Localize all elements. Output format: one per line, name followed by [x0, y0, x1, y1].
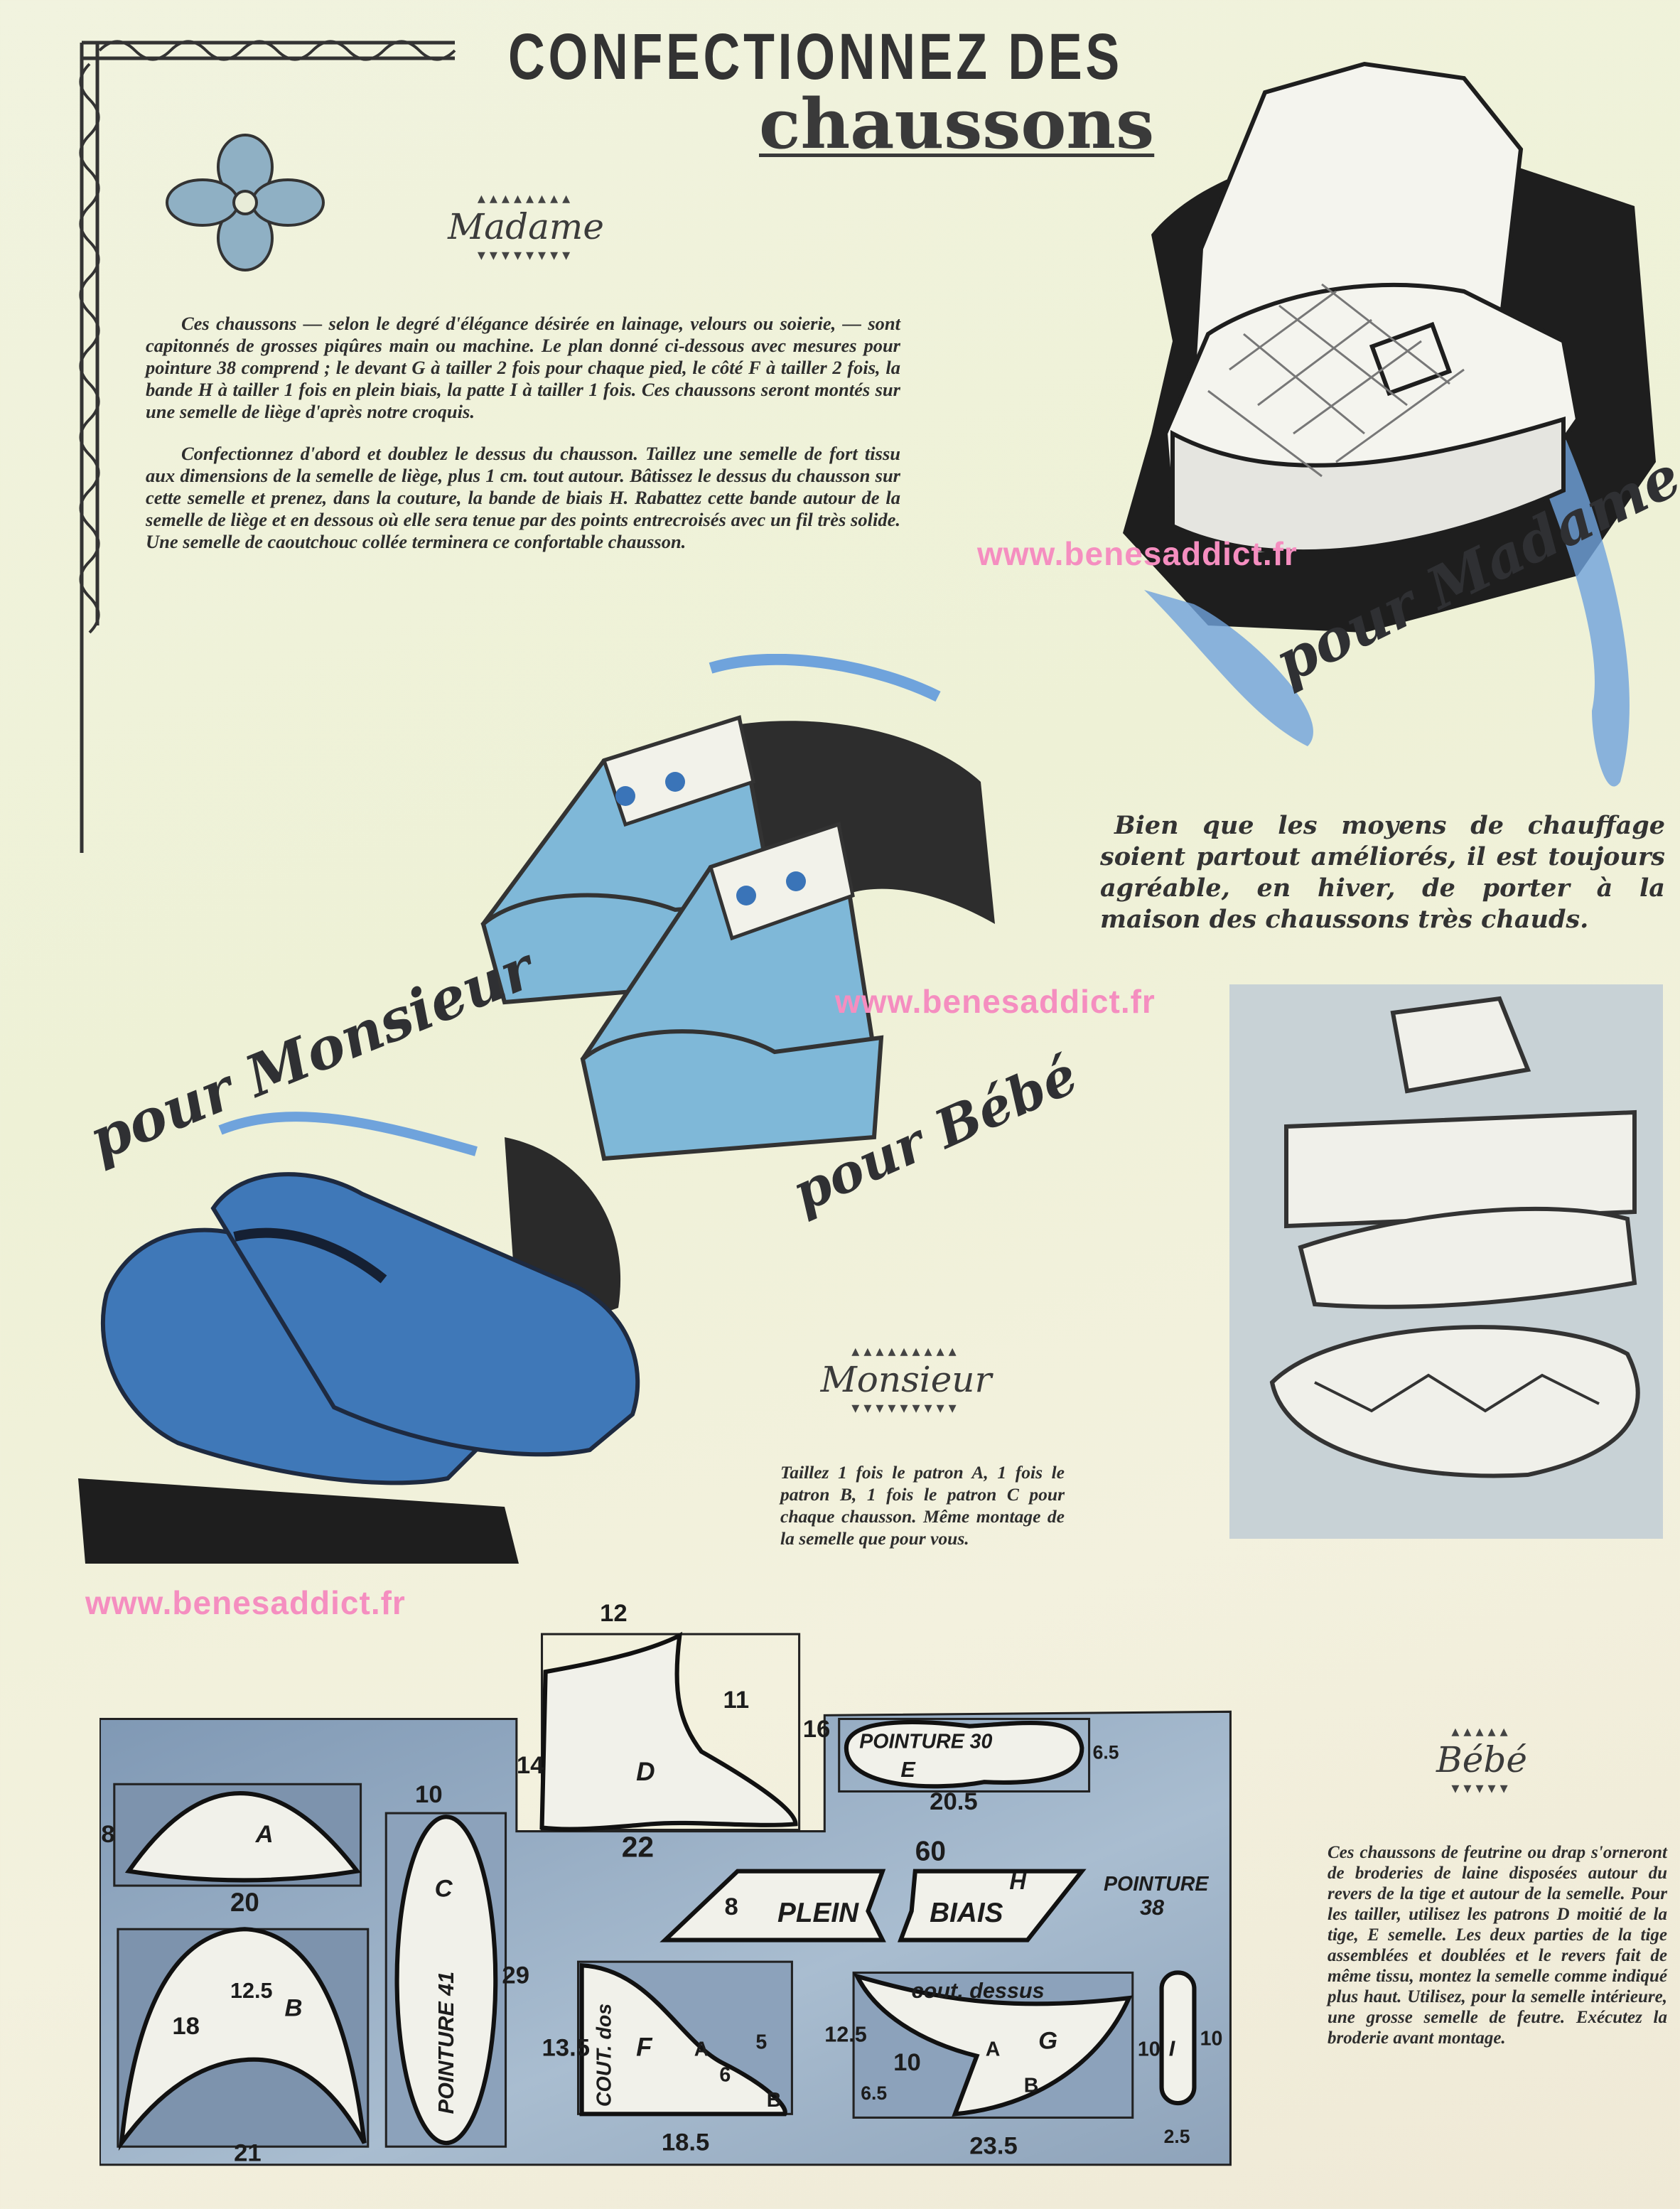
dimension-label: 60: [915, 1836, 946, 1866]
piece-label-e: E: [900, 1758, 916, 1782]
dimension-label: 23.5: [969, 2132, 1017, 2159]
watermark: www.benesaddict.fr: [835, 983, 1156, 1020]
point-mark: B: [767, 2089, 782, 2112]
pattern-piece-c: [394, 1815, 498, 2146]
size-note: POINTURE: [1104, 1873, 1209, 1896]
pattern-diagram: 12 11 14 16 22 D POINTURE 30 E 20.5 6.5 …: [99, 1600, 1232, 2167]
madame-instructions: Ces chaussons — selon le degré d'éléganc…: [146, 313, 900, 573]
piece-size-c: POINTURE 41: [434, 1972, 458, 2114]
dimension-label: 12: [600, 1600, 628, 1627]
dimension-label: 8: [101, 1821, 114, 1848]
dimension-label: 13.5: [542, 2035, 590, 2062]
dimension-label: 12.5: [230, 1979, 273, 2003]
piece-size-e: POINTURE 30: [859, 1730, 992, 1753]
ribbon: [1535, 434, 1630, 787]
pattern-piece-g: [853, 1972, 1133, 2117]
bebe-shoes-illustration: [480, 654, 995, 1161]
heading-dots-bottom: ▾▾▾▾▾▾▾▾▾: [851, 1399, 961, 1417]
piece-label-h: H: [1009, 1868, 1027, 1894]
piece-word-plein: PLEIN: [777, 1898, 859, 1928]
piece-label-g: G: [1038, 2028, 1057, 2055]
dimension-label: 29: [502, 1962, 529, 1989]
seam-label-f: COUT. dos: [593, 2004, 615, 2107]
madame-paragraph: Ces chaussons — selon le degré d'éléganc…: [146, 313, 900, 422]
pattern-piece-e: [844, 1719, 1084, 1789]
dimension-label: 10: [1138, 2038, 1161, 2061]
dimension-label: 10: [415, 1781, 443, 1808]
piece-label-f: F: [636, 2033, 653, 2062]
dimension-label: 20.5: [930, 1788, 977, 1815]
dimension-label: 5: [755, 2031, 767, 2054]
dimension-label: 6.5: [861, 2082, 887, 2104]
seam-label-g: cout. dessus: [912, 1979, 1045, 2003]
dimension-label: 18.5: [662, 2129, 709, 2156]
monsieur-heading: ▴▴▴▴▴▴▴▴▴ Monsieur ▾▾▾▾▾▾▾▾▾: [796, 1343, 1016, 1416]
dimension-label: 2.5: [1164, 2126, 1190, 2147]
dimension-label: 16: [803, 1716, 831, 1743]
ribbon: [1144, 590, 1313, 746]
dimension-label: 14: [517, 1752, 544, 1779]
piece-label-d: D: [636, 1757, 655, 1786]
heading-dots-top: ▴▴▴▴▴: [1451, 1722, 1512, 1740]
page-title-line2: chaussons: [759, 84, 1155, 164]
piece-label-b: B: [284, 1995, 302, 2022]
monsieur-instructions: Taillez 1 fois le patron A, 1 fois le pa…: [780, 1462, 1065, 1549]
watermark: www.benesaddict.fr: [85, 1584, 406, 1621]
point-mark: A: [986, 2038, 1001, 2061]
pattern-piece-h-left: [659, 1869, 886, 1942]
pattern-piece-d: [539, 1631, 798, 1832]
dimension-label: 11: [723, 1687, 750, 1714]
page-title-line1: CONFECTIONNEZ DES: [508, 21, 1123, 93]
dimension-label: 10: [1200, 2027, 1223, 2050]
dimension-label: 10: [893, 2049, 921, 2076]
piece-word-biais: BIAIS: [930, 1898, 1003, 1928]
bebe-heading-text: Bébé: [1436, 1739, 1527, 1780]
piece-label-c: C: [435, 1875, 453, 1902]
bebe-heading: ▴▴▴▴▴ Bébé ▾▾▾▾▾: [1428, 1724, 1535, 1796]
dimension-label: 8: [725, 1893, 738, 1920]
watermark: www.benesaddict.fr: [977, 535, 1298, 572]
pattern-piece-f: [579, 1963, 787, 2117]
sole-assembly-illustration: [1229, 984, 1663, 1539]
point-mark: A: [694, 2038, 709, 2061]
flower-ornament-icon: [166, 134, 325, 272]
pattern-piece-a: [124, 1790, 362, 1883]
dimension-label: 21: [234, 2140, 262, 2167]
monsieur-heading-text: Monsieur: [820, 1359, 992, 1400]
madame-paragraph: Confectionnez d'abord et doublez le dess…: [146, 443, 900, 552]
heading-dots-bottom: ▾▾▾▾▾▾▾▾: [477, 246, 575, 264]
monsieur-slippers-illustration: [78, 1112, 640, 1564]
piece-label-a: A: [255, 1821, 274, 1848]
heading-dots-top: ▴▴▴▴▴▴▴▴▴: [851, 1342, 961, 1360]
heading-dots-top: ▴▴▴▴▴▴▴▴: [477, 189, 575, 207]
size-note: 38: [1140, 1896, 1164, 1920]
dimension-label: 6: [719, 2063, 731, 2086]
piece-label-i: I: [1169, 2037, 1176, 2061]
dimension-label: 6.5: [1093, 1742, 1119, 1763]
point-mark: B: [1024, 2075, 1039, 2097]
madame-heading: ▴▴▴▴▴▴▴▴ Madame ▾▾▾▾▾▾▾▾: [434, 190, 618, 263]
dimension-label: 18: [172, 2013, 200, 2040]
pattern-piece-h-right: [897, 1869, 1087, 1942]
madame-heading-text: Madame: [448, 206, 604, 247]
pattern-piece-b: [118, 1927, 367, 2151]
pattern-piece-i: [1159, 1970, 1197, 2106]
heading-dots-bottom: ▾▾▾▾▾: [1451, 1779, 1512, 1797]
intro-quote: Bien que les moyens de chauffage soient …: [1100, 811, 1665, 934]
dimension-label: 12.5: [824, 2022, 867, 2046]
dimension-label: 20: [230, 1888, 259, 1917]
madame-slipper-illustration: [1123, 61, 1656, 787]
corner-ornament: [79, 40, 456, 853]
dimension-label: 22: [622, 1830, 654, 1863]
bebe-instructions: Ces chaussons de feutrine ou drap s'orne…: [1328, 1843, 1667, 2048]
